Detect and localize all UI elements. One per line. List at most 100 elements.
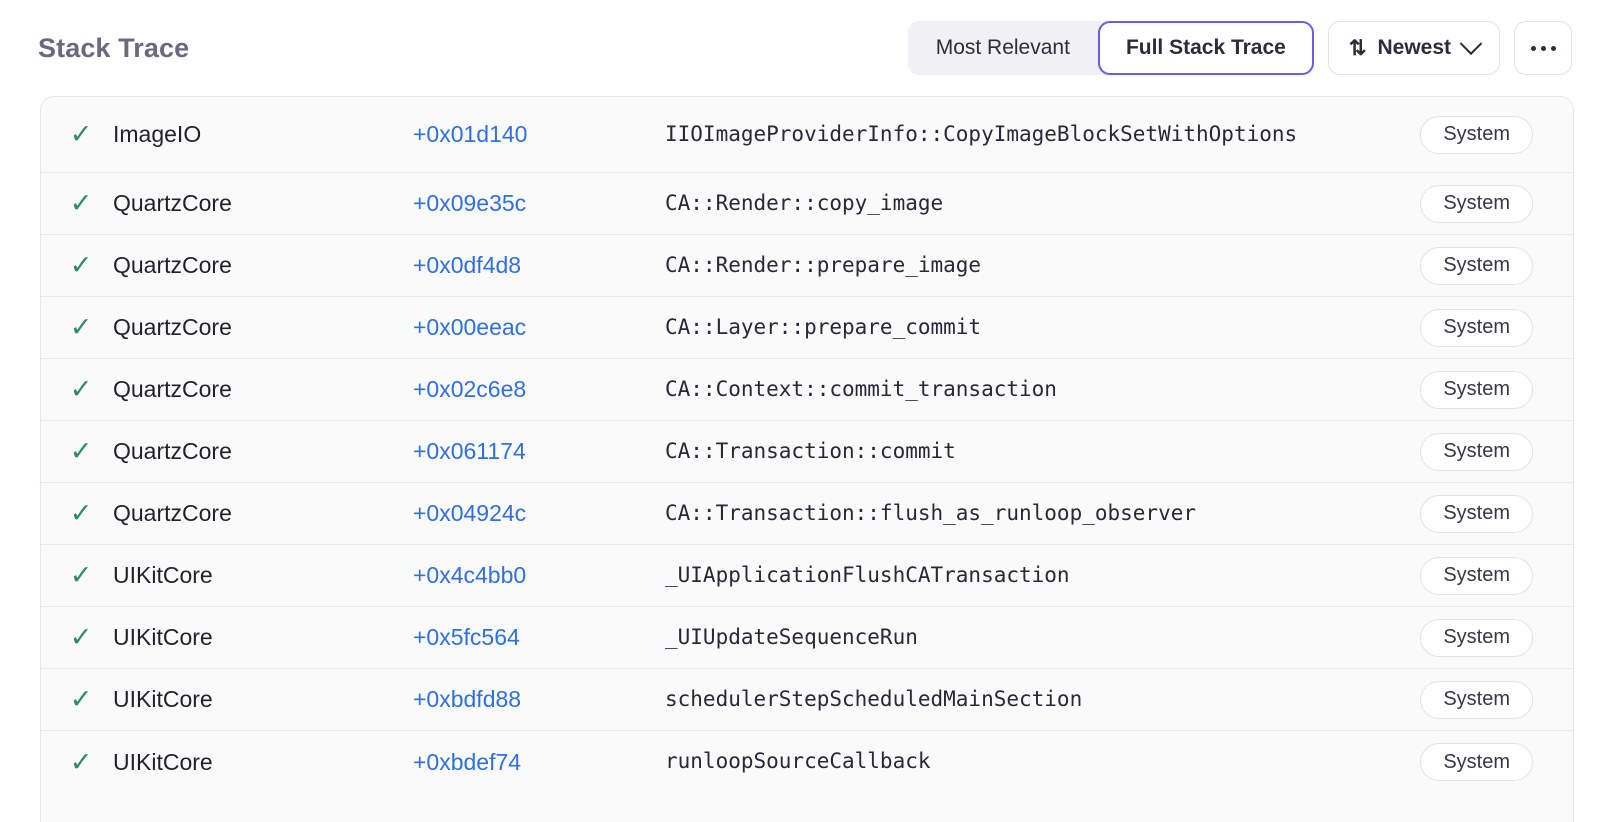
frame-offset[interactable]: +0x00eeac	[413, 314, 527, 340]
status-badge: System	[1420, 246, 1533, 285]
frame-symbol: CA::Transaction::flush_as_runloop_observ…	[665, 500, 1197, 525]
frame-offset[interactable]: +0xbdfd88	[413, 686, 522, 712]
frame-module: QuartzCore	[113, 438, 232, 464]
table-row[interactable]: ✓ QuartzCore +0x0df4d8 CA::Render::prepa…	[41, 235, 1573, 297]
ellipsis-icon	[1530, 45, 1556, 51]
sort-arrows-icon: ⇅	[1348, 36, 1367, 60]
check-icon: ✓	[69, 684, 93, 714]
frame-module: UIKitCore	[113, 562, 213, 588]
frame-module: UIKitCore	[113, 686, 213, 712]
frame-symbol: CA::Layer::prepare_commit	[665, 314, 982, 339]
status-badge: System	[1420, 680, 1533, 719]
check-icon: ✓	[69, 119, 93, 149]
frame-status: ✓	[41, 746, 113, 777]
frame-symbol: CA::Context::commit_transaction	[665, 376, 1057, 401]
frame-module: QuartzCore	[113, 314, 232, 340]
check-icon: ✓	[69, 622, 93, 652]
status-badge: System	[1420, 115, 1533, 154]
check-icon: ✓	[69, 436, 93, 466]
frame-symbol: CA::Render::prepare_image	[665, 252, 982, 277]
check-icon: ✓	[69, 188, 93, 218]
frame-symbol: _UIApplicationFlushCATransaction	[665, 562, 1070, 587]
frame-symbol: _UIUpdateSequenceRun	[665, 624, 918, 649]
frame-tag: System	[1383, 556, 1533, 595]
tab-most-relevant[interactable]: Most Relevant	[908, 21, 1098, 75]
check-icon: ✓	[69, 746, 93, 777]
panel-header: Stack Trace Most Relevant Full Stack Tra…	[0, 0, 1614, 96]
table-row[interactable]: ✓ QuartzCore +0x09e35c CA::Render::copy_…	[41, 173, 1573, 235]
frame-status: ✓	[41, 121, 113, 148]
frame-status: ✓	[41, 624, 113, 651]
page-title: Stack Trace	[38, 32, 190, 63]
header-actions: Most Relevant Full Stack Trace ⇅ Newest	[907, 21, 1572, 75]
frame-status: ✓	[41, 500, 113, 527]
table-row[interactable]: ✓ UIKitCore +0xbdef74 runloopSourceCallb…	[41, 731, 1573, 793]
frame-status: ✓	[41, 686, 113, 713]
check-icon: ✓	[69, 560, 93, 590]
frame-tag: System	[1383, 184, 1533, 223]
status-badge: System	[1420, 370, 1533, 409]
status-badge: System	[1420, 184, 1533, 223]
check-icon: ✓	[69, 374, 93, 404]
table-row[interactable]: ✓ QuartzCore +0x02c6e8 CA::Context::comm…	[41, 359, 1573, 421]
frame-offset[interactable]: +0x061174	[413, 438, 526, 464]
frame-offset[interactable]: +0x0df4d8	[413, 252, 522, 278]
status-badge: System	[1420, 743, 1533, 781]
frame-module: QuartzCore	[113, 190, 232, 216]
frame-status: ✓	[41, 376, 113, 403]
frame-module: QuartzCore	[113, 376, 232, 402]
stack-trace-table: ✓ ImageIO +0x01d140 IIOImageProviderInfo…	[40, 96, 1574, 822]
frame-symbol: schedulerStepScheduledMainSection	[665, 686, 1083, 711]
frame-offset[interactable]: +0x04924c	[413, 500, 527, 526]
frame-offset[interactable]: +0x5fc564	[413, 624, 520, 650]
frame-symbol: CA::Render::copy_image	[665, 190, 944, 215]
table-row[interactable]: ✓ QuartzCore +0x00eeac CA::Layer::prepar…	[41, 297, 1573, 359]
frame-offset[interactable]: +0x4c4bb0	[413, 562, 527, 588]
table-row[interactable]: ✓ ImageIO +0x01d140 IIOImageProviderInfo…	[41, 97, 1573, 173]
frame-tag: System	[1383, 618, 1533, 657]
table-row[interactable]: ✓ UIKitCore +0xbdfd88 schedulerStepSched…	[41, 669, 1573, 731]
frame-tag: System	[1383, 115, 1533, 154]
check-icon: ✓	[69, 498, 93, 528]
frame-tag: System	[1383, 680, 1533, 719]
frame-symbol: runloopSourceCallback	[665, 749, 931, 774]
frame-tag: System	[1383, 494, 1533, 533]
frame-tag: System	[1383, 246, 1533, 285]
frame-tag: System	[1383, 308, 1533, 347]
status-badge: System	[1420, 494, 1533, 533]
frame-module: QuartzCore	[113, 500, 232, 526]
frame-status: ✓	[41, 252, 113, 279]
frame-offset[interactable]: +0xbdef74	[413, 748, 522, 775]
frame-status: ✓	[41, 562, 113, 589]
frame-module: UIKitCore	[113, 748, 213, 775]
frame-module: QuartzCore	[113, 252, 232, 278]
frame-module: ImageIO	[113, 121, 202, 147]
frame-offset[interactable]: +0x02c6e8	[413, 376, 527, 402]
status-badge: System	[1420, 556, 1533, 595]
tab-full-stack-trace[interactable]: Full Stack Trace	[1097, 21, 1314, 75]
more-options-button[interactable]	[1514, 21, 1572, 75]
table-row[interactable]: ✓ QuartzCore +0x04924c CA::Transaction::…	[41, 483, 1573, 545]
table-row[interactable]: ✓ UIKitCore +0x5fc564 _UIUpdateSequenceR…	[41, 607, 1573, 669]
frame-status: ✓	[41, 314, 113, 341]
frame-offset[interactable]: +0x01d140	[413, 121, 528, 147]
table-row[interactable]: ✓ QuartzCore +0x061174 CA::Transaction::…	[41, 421, 1573, 483]
status-badge: System	[1420, 432, 1533, 471]
sort-button[interactable]: ⇅ Newest	[1327, 21, 1500, 75]
frame-tag: System	[1383, 743, 1533, 781]
view-mode-segmented-control[interactable]: Most Relevant Full Stack Trace	[907, 21, 1314, 75]
status-badge: System	[1420, 618, 1533, 657]
table-row[interactable]: ✓ UIKitCore +0x4c4bb0 _UIApplicationFlus…	[41, 545, 1573, 607]
frame-status: ✓	[41, 190, 113, 217]
frame-tag: System	[1383, 432, 1533, 471]
sort-button-label: Newest	[1377, 36, 1451, 59]
check-icon: ✓	[69, 312, 93, 342]
status-badge: System	[1420, 308, 1533, 347]
frame-symbol: IIOImageProviderInfo::CopyImageBlockSetW…	[665, 121, 1298, 146]
chevron-down-icon	[1459, 32, 1483, 56]
frame-tag: System	[1383, 370, 1533, 409]
frame-offset[interactable]: +0x09e35c	[413, 190, 527, 216]
frame-module: UIKitCore	[113, 624, 213, 650]
frame-status: ✓	[41, 438, 113, 465]
